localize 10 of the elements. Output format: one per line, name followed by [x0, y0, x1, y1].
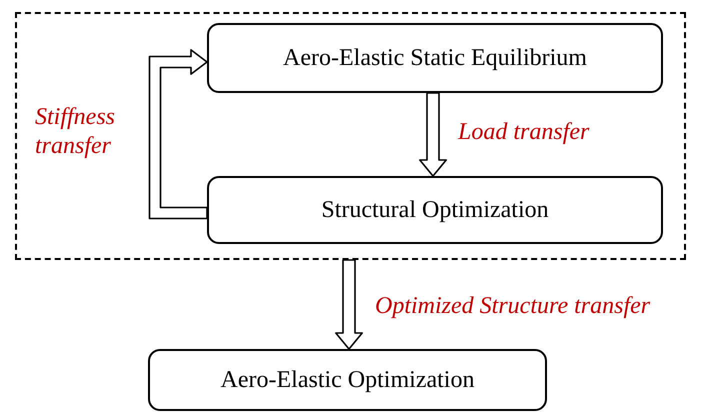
block-arrow	[335, 259, 363, 350]
block-arrow	[419, 92, 447, 177]
box-label: Aero-Elastic Static Equilibrium	[283, 44, 587, 72]
box-label: Structural Optimization	[321, 196, 549, 224]
process-box	[207, 23, 663, 93]
box-label: Aero-Elastic Optimization	[220, 366, 474, 394]
process-box	[148, 349, 547, 411]
process-box	[207, 176, 663, 244]
dashed-group-frame	[15, 12, 686, 260]
block-arrow	[148, 49, 208, 220]
